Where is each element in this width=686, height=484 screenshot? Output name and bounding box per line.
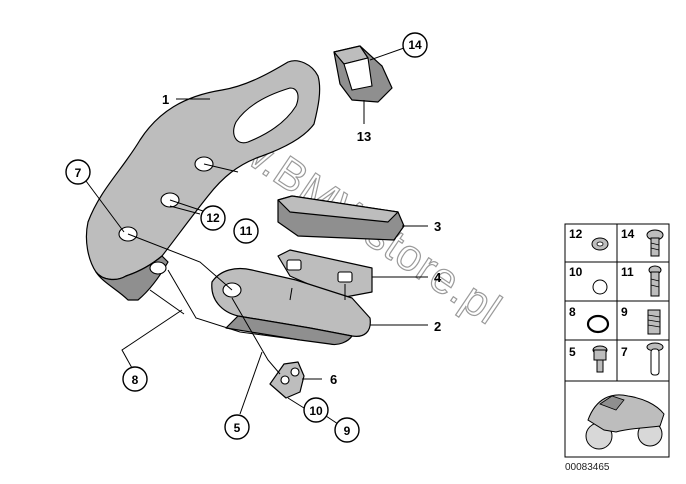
rubber-cap-part-14 <box>333 45 393 103</box>
callout-10: 10 <box>287 397 329 423</box>
assembly-guides <box>127 163 346 375</box>
svg-text:14: 14 <box>408 38 422 52</box>
legend-cell-8: 8 <box>569 305 610 334</box>
rail-part-2 <box>211 267 371 346</box>
legend-cell-12: 12 <box>569 227 609 251</box>
svg-text:8: 8 <box>569 305 576 319</box>
svg-text:14: 14 <box>621 227 635 241</box>
svg-text:9: 9 <box>344 424 351 438</box>
legend-cell-11: 11 <box>621 265 662 297</box>
screw-icon <box>646 229 664 257</box>
set-screw-icon <box>592 345 608 373</box>
callout-7: 7 <box>65 159 125 233</box>
svg-text:8: 8 <box>132 373 139 387</box>
svg-text:1: 1 <box>162 92 169 107</box>
spring-icon <box>647 309 661 335</box>
callout-11: 11 <box>233 218 259 244</box>
callout-6: 6 <box>302 372 337 387</box>
svg-text:4: 4 <box>434 270 442 285</box>
diagram-code: 00083465 <box>565 462 610 473</box>
plate-part-4 <box>277 249 373 299</box>
svg-text:2: 2 <box>434 319 441 334</box>
svg-text:10: 10 <box>309 404 323 418</box>
legend-cell-7: 7 <box>621 342 664 376</box>
rubber-pad-part-3 <box>277 195 405 241</box>
motorcycle-thumbnail <box>564 380 670 458</box>
legend-cell-5: 5 <box>569 345 608 373</box>
legend-cell-10: 10 <box>569 265 608 295</box>
legend-cell-14: 14 <box>621 227 664 257</box>
motorcycle-icon <box>585 394 665 450</box>
svg-text:9: 9 <box>621 305 628 319</box>
washer-icon <box>591 237 609 251</box>
small-bracket-part-6 <box>269 361 305 399</box>
svg-text:13: 13 <box>357 129 371 144</box>
callout-12: 12 <box>169 205 226 231</box>
clip-ring-icon <box>586 314 610 334</box>
callout-5: 5 <box>224 351 263 440</box>
svg-text:6: 6 <box>330 372 337 387</box>
callout-13: 13 <box>357 100 371 144</box>
svg-text:12: 12 <box>569 227 583 241</box>
callout-2: 2 <box>370 319 441 334</box>
pin-icon <box>646 342 664 376</box>
legend-cell-9: 9 <box>621 305 661 335</box>
bracket-part-1 <box>85 60 321 301</box>
svg-text:7: 7 <box>621 345 628 359</box>
callout-4: 4 <box>372 270 442 285</box>
callout-8: 8 <box>121 309 183 392</box>
svg-text:12: 12 <box>206 211 220 225</box>
svg-text:11: 11 <box>240 224 253 238</box>
callout-9: 9 <box>325 415 360 443</box>
callout-3: 3 <box>402 219 441 234</box>
svg-text:10: 10 <box>569 265 583 279</box>
bolt-icon <box>648 265 662 297</box>
svg-text:11: 11 <box>621 265 634 279</box>
svg-text:5: 5 <box>569 345 576 359</box>
parts-legend: 12 14 10 11 <box>564 223 670 382</box>
svg-text:7: 7 <box>75 166 82 180</box>
callout-1: 1 <box>162 92 210 107</box>
ring-icon <box>592 279 608 295</box>
svg-text:3: 3 <box>434 219 441 234</box>
callout-14: 14 <box>369 32 428 61</box>
svg-text:5: 5 <box>234 421 241 435</box>
